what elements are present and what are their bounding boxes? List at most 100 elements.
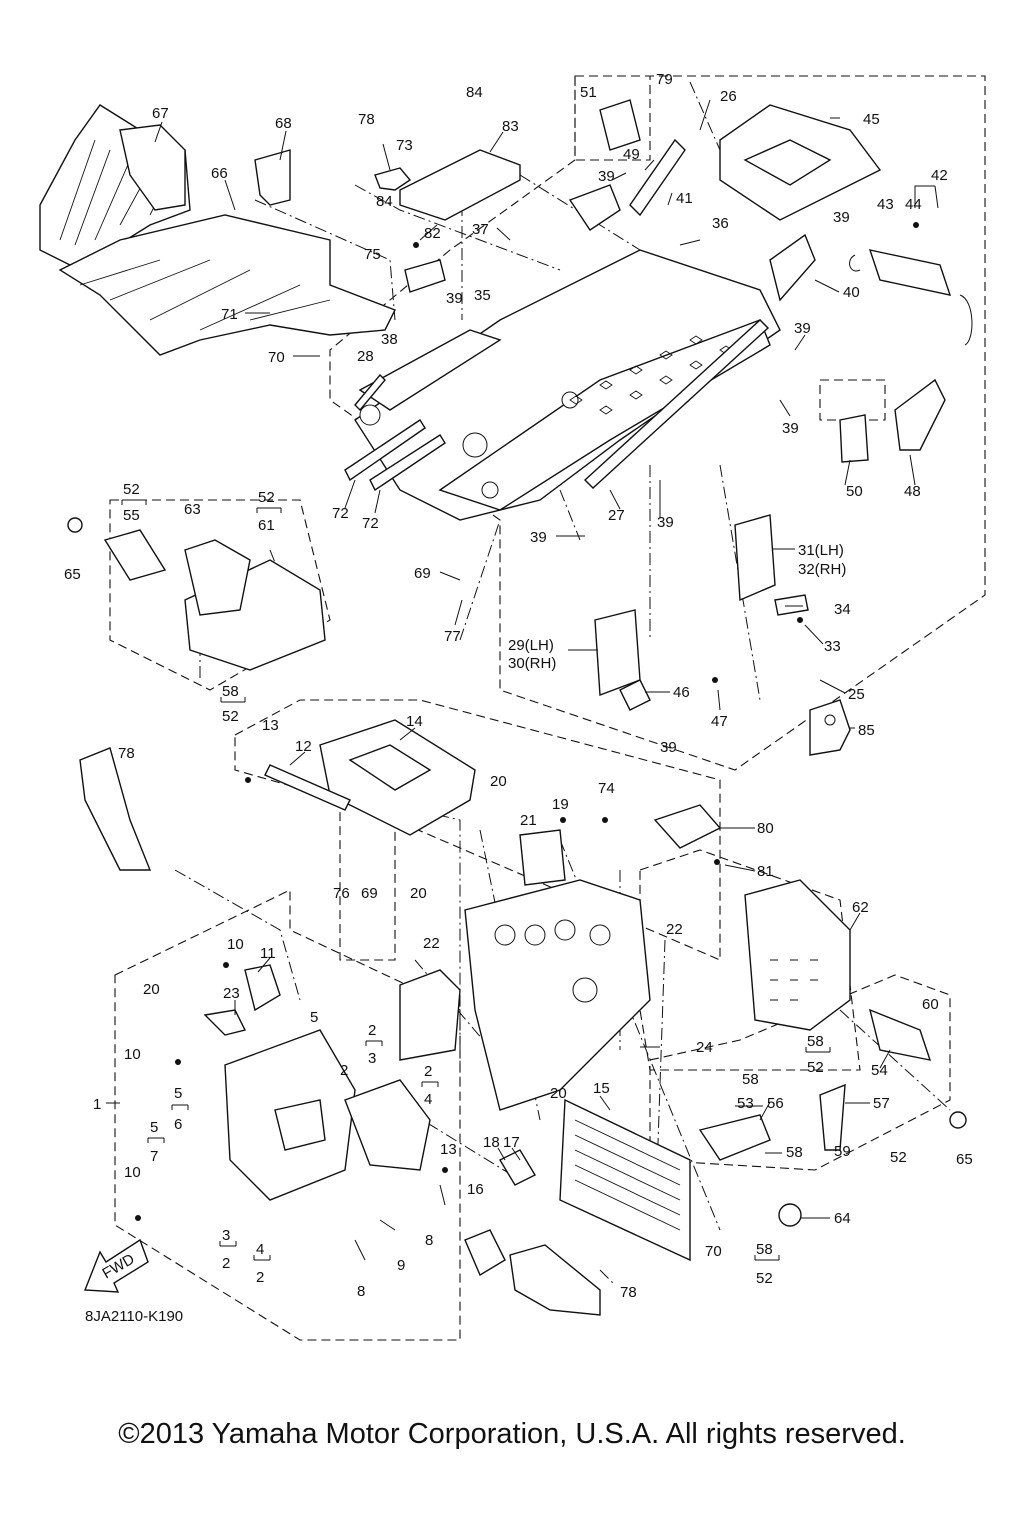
callout-39: 39 xyxy=(598,168,615,185)
callout-39: 39 xyxy=(833,209,850,226)
callout-54: 54 xyxy=(871,1062,888,1079)
callout-29-lh: 29(LH) xyxy=(508,637,554,654)
bracket-part-29 xyxy=(594,609,641,696)
callout-56: 56 xyxy=(767,1095,784,1112)
bracket-part-73 xyxy=(374,167,412,191)
callout-16: 16 xyxy=(467,1181,484,1198)
plate-part-56 xyxy=(698,1114,771,1161)
callout-76: 76 xyxy=(333,885,350,902)
callout-40: 40 xyxy=(843,284,860,301)
callout-84: 84 xyxy=(466,84,483,101)
clamp-part-23 xyxy=(203,1009,247,1036)
callout-64: 64 xyxy=(834,1210,851,1227)
callout-60: 60 xyxy=(922,996,939,1013)
callout-58: 58 xyxy=(742,1071,759,1088)
strip-part-27 xyxy=(583,319,770,489)
copyright-notice: ©2013 Yamaha Motor Corporation, U.S.A. A… xyxy=(118,1418,906,1450)
bracket-part-78a xyxy=(79,747,152,871)
callout-33: 33 xyxy=(824,638,841,655)
callout-18: 18 xyxy=(483,1134,500,1151)
plate-14-window xyxy=(348,744,432,791)
callout-39: 39 xyxy=(657,514,674,531)
callout-52: 52 xyxy=(222,708,239,725)
callout-74: 74 xyxy=(598,780,615,797)
callout-39: 39 xyxy=(446,290,463,307)
callout-43: 43 xyxy=(877,196,894,213)
callout-20: 20 xyxy=(490,773,507,790)
callout-69: 69 xyxy=(361,885,378,902)
callout-10: 10 xyxy=(124,1046,141,1063)
callout-66: 66 xyxy=(211,165,228,182)
callout-2: 2 xyxy=(424,1063,432,1080)
bracket-part-31 xyxy=(734,514,776,602)
callout-69: 69 xyxy=(414,565,431,582)
bracket-part-54 xyxy=(868,1008,932,1061)
callout-50: 50 xyxy=(846,483,863,500)
callout-52: 52 xyxy=(807,1059,824,1076)
callout-46: 46 xyxy=(673,684,690,701)
callout-57: 57 xyxy=(873,1095,890,1112)
callout-5: 5 xyxy=(310,1009,318,1026)
callout-15: 15 xyxy=(593,1080,610,1097)
callout-41: 41 xyxy=(676,190,693,207)
callout-13: 13 xyxy=(440,1141,457,1158)
fwd-arrow-icon xyxy=(83,1238,149,1293)
callout-3: 3 xyxy=(222,1227,230,1244)
callout-83: 83 xyxy=(502,118,519,135)
callout-20: 20 xyxy=(550,1085,567,1102)
radiator-part-15 xyxy=(559,1098,691,1262)
callout-36: 36 xyxy=(712,215,729,232)
callout-49: 49 xyxy=(623,146,640,163)
callout-5: 5 xyxy=(174,1085,182,1102)
callout-63: 63 xyxy=(184,501,201,518)
runner-part-72b xyxy=(369,434,446,492)
hood-part-67 xyxy=(39,104,191,266)
callout-9: 9 xyxy=(397,1257,405,1274)
bracket-part-40 xyxy=(769,233,816,302)
callout-2: 2 xyxy=(256,1269,264,1286)
housing-opening xyxy=(743,139,832,186)
plate-part-34 xyxy=(774,594,809,616)
callout-24: 24 xyxy=(696,1039,713,1056)
callout-23: 23 xyxy=(223,985,240,1002)
cooler-part-42 xyxy=(849,249,973,346)
callout-8: 8 xyxy=(357,1283,365,1300)
callout-2: 2 xyxy=(222,1255,230,1272)
callout-73: 73 xyxy=(396,137,413,154)
bracket-part-46 xyxy=(619,679,651,711)
callout-81: 81 xyxy=(757,863,774,880)
callout-39: 39 xyxy=(530,529,547,546)
callout-85: 85 xyxy=(858,722,875,739)
bracket-part-11 xyxy=(244,964,281,1012)
callout-28: 28 xyxy=(357,348,374,365)
callout-48: 48 xyxy=(904,483,921,500)
sleeve-part-16 xyxy=(499,1149,536,1186)
callout-19: 19 xyxy=(552,796,569,813)
callout-30-rh: 30(RH) xyxy=(508,655,556,672)
callout-58: 58 xyxy=(807,1033,824,1050)
leader-lines xyxy=(106,99,939,1219)
plate-part-85 xyxy=(809,699,851,756)
callout-59: 59 xyxy=(834,1143,851,1160)
callout-34: 34 xyxy=(834,601,851,618)
bracket-part-57 xyxy=(819,1083,846,1151)
callout-20: 20 xyxy=(143,981,160,998)
callout-65: 65 xyxy=(64,566,81,583)
callout-37: 37 xyxy=(472,221,489,238)
callout-brackets xyxy=(121,499,831,1261)
cap-part-65b xyxy=(949,1111,967,1129)
callout-67: 67 xyxy=(152,105,169,122)
front-frame-assembly xyxy=(399,879,651,1111)
callout-22: 22 xyxy=(423,935,440,952)
bolts xyxy=(135,222,919,1261)
callout-20: 20 xyxy=(410,885,427,902)
callout-35: 35 xyxy=(474,287,491,304)
callout-7: 7 xyxy=(150,1148,158,1165)
hub-part-64 xyxy=(778,1203,802,1227)
cover-part-83 xyxy=(399,149,521,221)
callout-2: 2 xyxy=(340,1062,348,1079)
callout-53: 53 xyxy=(737,1095,754,1112)
callout-78: 78 xyxy=(118,745,135,762)
callout-39: 39 xyxy=(660,739,677,756)
